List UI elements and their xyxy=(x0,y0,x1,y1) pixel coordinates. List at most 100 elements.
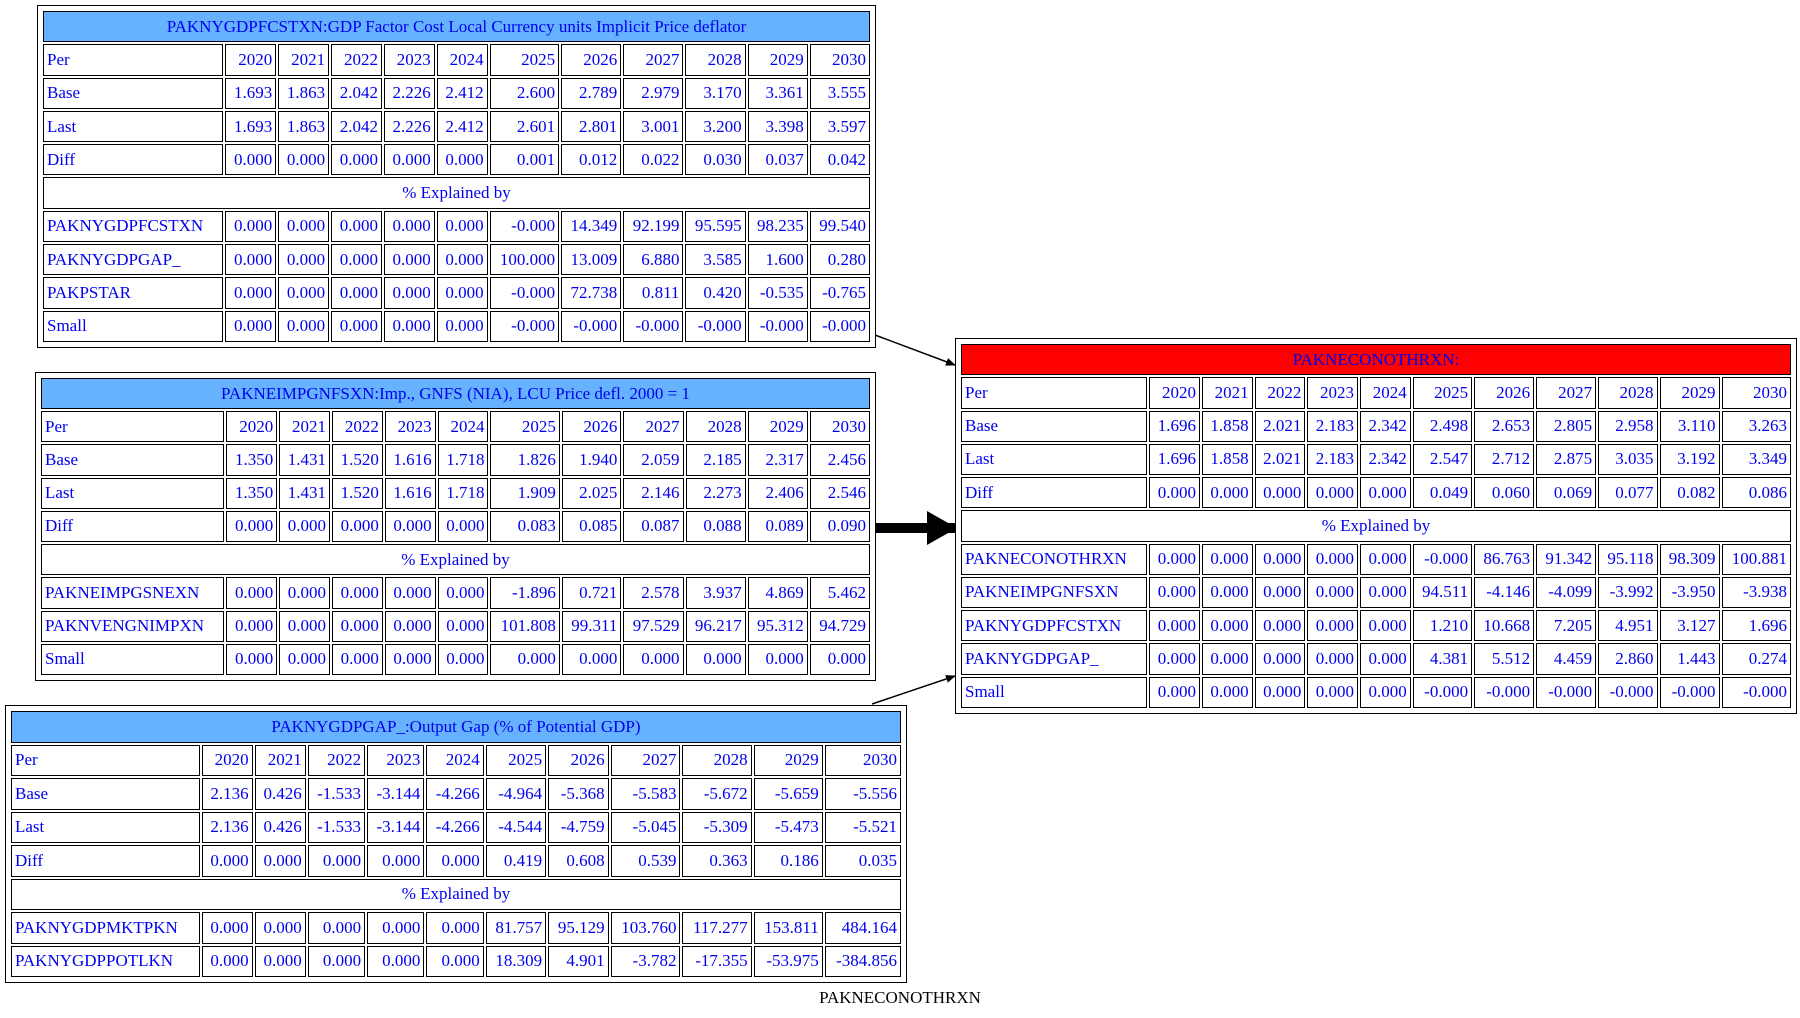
value-cell: 2.406 xyxy=(747,477,808,509)
header-year: 2026 xyxy=(548,744,609,776)
value-cell: 1.693 xyxy=(225,110,277,143)
value-cell: 0.000 xyxy=(426,845,484,877)
row-label: Base xyxy=(43,77,224,109)
header-year: 2025 xyxy=(1412,377,1473,409)
value-cell: 0.426 xyxy=(254,778,306,810)
header-year: 2023 xyxy=(367,744,425,776)
value-cell: 0.000 xyxy=(384,643,436,675)
value-cell: 0.085 xyxy=(561,510,622,543)
value-cell: 0.060 xyxy=(1474,477,1535,509)
value-cell: 1.210 xyxy=(1412,610,1473,642)
node-impgnfsxn: PAKNEIMPGNFSXN:Imp., GNFS (NIA), LCU Pri… xyxy=(35,372,876,681)
value-cell: 0.000 xyxy=(1201,543,1253,575)
row-label: Base xyxy=(41,444,225,476)
value-cell: -0.000 xyxy=(685,310,746,342)
value-cell: 0.000 xyxy=(1254,576,1306,609)
value-cell: 1.863 xyxy=(278,110,330,143)
table-gdpfcstxn: PAKNYGDPFCSTXN:GDP Factor Cost Local Cur… xyxy=(41,9,872,344)
value-cell: 0.000 xyxy=(1254,477,1306,509)
value-cell: 0.000 xyxy=(279,643,331,675)
value-cell: 0.000 xyxy=(1201,477,1253,509)
value-cell: 0.000 xyxy=(332,510,383,543)
table-impgnfsxn: PAKNEIMPGNFSXN:Imp., GNFS (NIA), LCU Pri… xyxy=(39,376,872,677)
value-cell: 0.086 xyxy=(1721,477,1791,509)
value-cell: -1.533 xyxy=(307,778,366,810)
value-cell: 0.363 xyxy=(682,845,752,877)
header-year: 2023 xyxy=(383,44,435,76)
value-cell: 0.000 xyxy=(1201,676,1253,708)
value-cell: 0.000 xyxy=(332,577,383,609)
value-cell: 0.088 xyxy=(685,510,746,543)
value-cell: 0.000 xyxy=(436,310,488,342)
value-cell: 0.000 xyxy=(331,244,382,276)
value-cell: 0.000 xyxy=(1360,610,1411,642)
value-cell: 2.600 xyxy=(489,77,560,109)
value-cell: -4.266 xyxy=(426,778,484,810)
value-cell: 0.000 xyxy=(278,244,330,276)
value-cell: 7.205 xyxy=(1536,610,1597,642)
node-gdpfcstxn: PAKNYGDPFCSTXN:GDP Factor Cost Local Cur… xyxy=(37,5,876,348)
value-cell: 2.653 xyxy=(1474,410,1535,442)
value-cell: 5.462 xyxy=(809,577,870,609)
value-cell: 0.000 xyxy=(278,277,330,309)
value-cell: 0.280 xyxy=(809,244,870,276)
value-cell: 0.000 xyxy=(307,845,366,877)
value-cell: 2.042 xyxy=(331,110,382,143)
value-cell: -0.000 xyxy=(1412,676,1473,708)
value-cell: 0.000 xyxy=(332,610,383,642)
value-cell: 2.042 xyxy=(331,77,382,109)
value-cell: 2.021 xyxy=(1254,410,1306,442)
value-cell: 153.811 xyxy=(753,912,823,944)
value-cell: 81.757 xyxy=(485,912,547,944)
value-cell: 10.668 xyxy=(1474,610,1535,642)
value-cell: 484.164 xyxy=(824,912,901,944)
value-cell: -53.975 xyxy=(753,945,823,977)
header-year: 2024 xyxy=(436,44,488,76)
table-row: PAKNECONOTHRXN: xyxy=(961,344,1791,376)
header-year: 2027 xyxy=(623,44,684,76)
value-cell: 0.000 xyxy=(1201,643,1253,675)
value-cell: -4.266 xyxy=(426,811,484,843)
header-year: 2020 xyxy=(201,744,253,776)
header-label: Per xyxy=(961,377,1148,409)
contributor-label: PAKNECONOTHRXN xyxy=(961,543,1148,575)
value-cell: 95.595 xyxy=(685,210,746,243)
value-cell: 0.000 xyxy=(1360,576,1411,609)
value-cell: 0.000 xyxy=(1254,543,1306,575)
value-cell: 0.000 xyxy=(225,144,277,176)
value-cell: -5.659 xyxy=(753,778,823,810)
value-cell: 0.000 xyxy=(1254,643,1306,675)
value-cell: 0.022 xyxy=(623,144,684,176)
graph-caption: PAKNECONOTHRXN xyxy=(819,988,981,1007)
value-cell: 0.000 xyxy=(1307,643,1359,675)
value-cell: 0.000 xyxy=(279,577,331,609)
table-row: % Explained by xyxy=(961,510,1791,542)
contributor-label: PAKNEIMPGNFSXN xyxy=(961,576,1148,609)
value-cell: 2.226 xyxy=(383,77,435,109)
value-cell: 1.431 xyxy=(279,444,331,476)
header-year: 2022 xyxy=(331,44,382,76)
value-cell: 3.937 xyxy=(685,577,746,609)
value-cell: 3.263 xyxy=(1721,410,1791,442)
value-cell: 0.420 xyxy=(685,277,746,309)
value-cell: 0.087 xyxy=(623,510,684,543)
value-cell: 99.311 xyxy=(561,610,622,642)
value-cell: -0.000 xyxy=(1536,676,1597,708)
header-year: 2022 xyxy=(1254,377,1306,409)
contributor-label: PAKNYGDPPOTLKN xyxy=(11,945,200,977)
value-cell: 0.030 xyxy=(685,144,746,176)
explained-by-label: % Explained by xyxy=(11,878,901,910)
value-cell: 0.000 xyxy=(367,945,425,977)
header-year: 2027 xyxy=(610,744,681,776)
